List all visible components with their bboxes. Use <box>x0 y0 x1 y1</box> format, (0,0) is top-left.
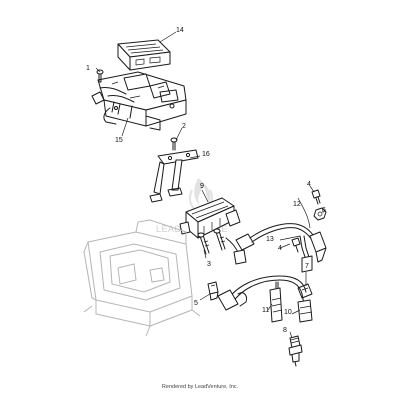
callout-9: 9 <box>200 183 204 190</box>
ecm-bracket-part <box>91 71 187 131</box>
spark-plug-wire-rear-part <box>235 223 327 273</box>
footer-credit: Rendered by LeadVenture, Inc. <box>161 384 239 390</box>
callout-16: 16 <box>202 151 210 158</box>
battery-tray-ghost <box>83 219 201 337</box>
callout-10: 10 <box>284 309 292 316</box>
bolt-part <box>311 189 321 205</box>
callout-3: 3 <box>207 261 211 268</box>
bolt-part-2 <box>291 237 301 253</box>
callout-4-upper: 4 <box>307 181 311 188</box>
callout-4-lower: 4 <box>278 245 282 252</box>
coil-screws-part <box>197 228 226 255</box>
leader-lines <box>95 31 324 339</box>
nut-part <box>313 207 327 221</box>
coil-bracket-part <box>149 149 199 203</box>
callout-12: 12 <box>293 201 301 208</box>
callout-1: 1 <box>86 65 90 72</box>
callout-5: 5 <box>194 300 198 307</box>
callout-15: 15 <box>115 137 123 144</box>
callout-7: 7 <box>305 263 309 270</box>
connector-clip-part <box>207 281 219 301</box>
screw-part-2 <box>170 137 178 151</box>
callout-11: 11 <box>262 307 269 314</box>
spark-plug-part <box>288 335 303 367</box>
ecm-module-part <box>117 39 171 71</box>
spark-plug-wire-front-part <box>217 275 313 323</box>
callout-8: 8 <box>283 327 287 334</box>
callout-14: 14 <box>176 27 184 34</box>
ignition-coil-part <box>179 197 241 239</box>
wire-clip-part <box>297 283 313 299</box>
callout-6: 6 <box>322 207 326 214</box>
callout-13: 13 <box>266 236 274 243</box>
callout-2: 2 <box>182 123 186 130</box>
